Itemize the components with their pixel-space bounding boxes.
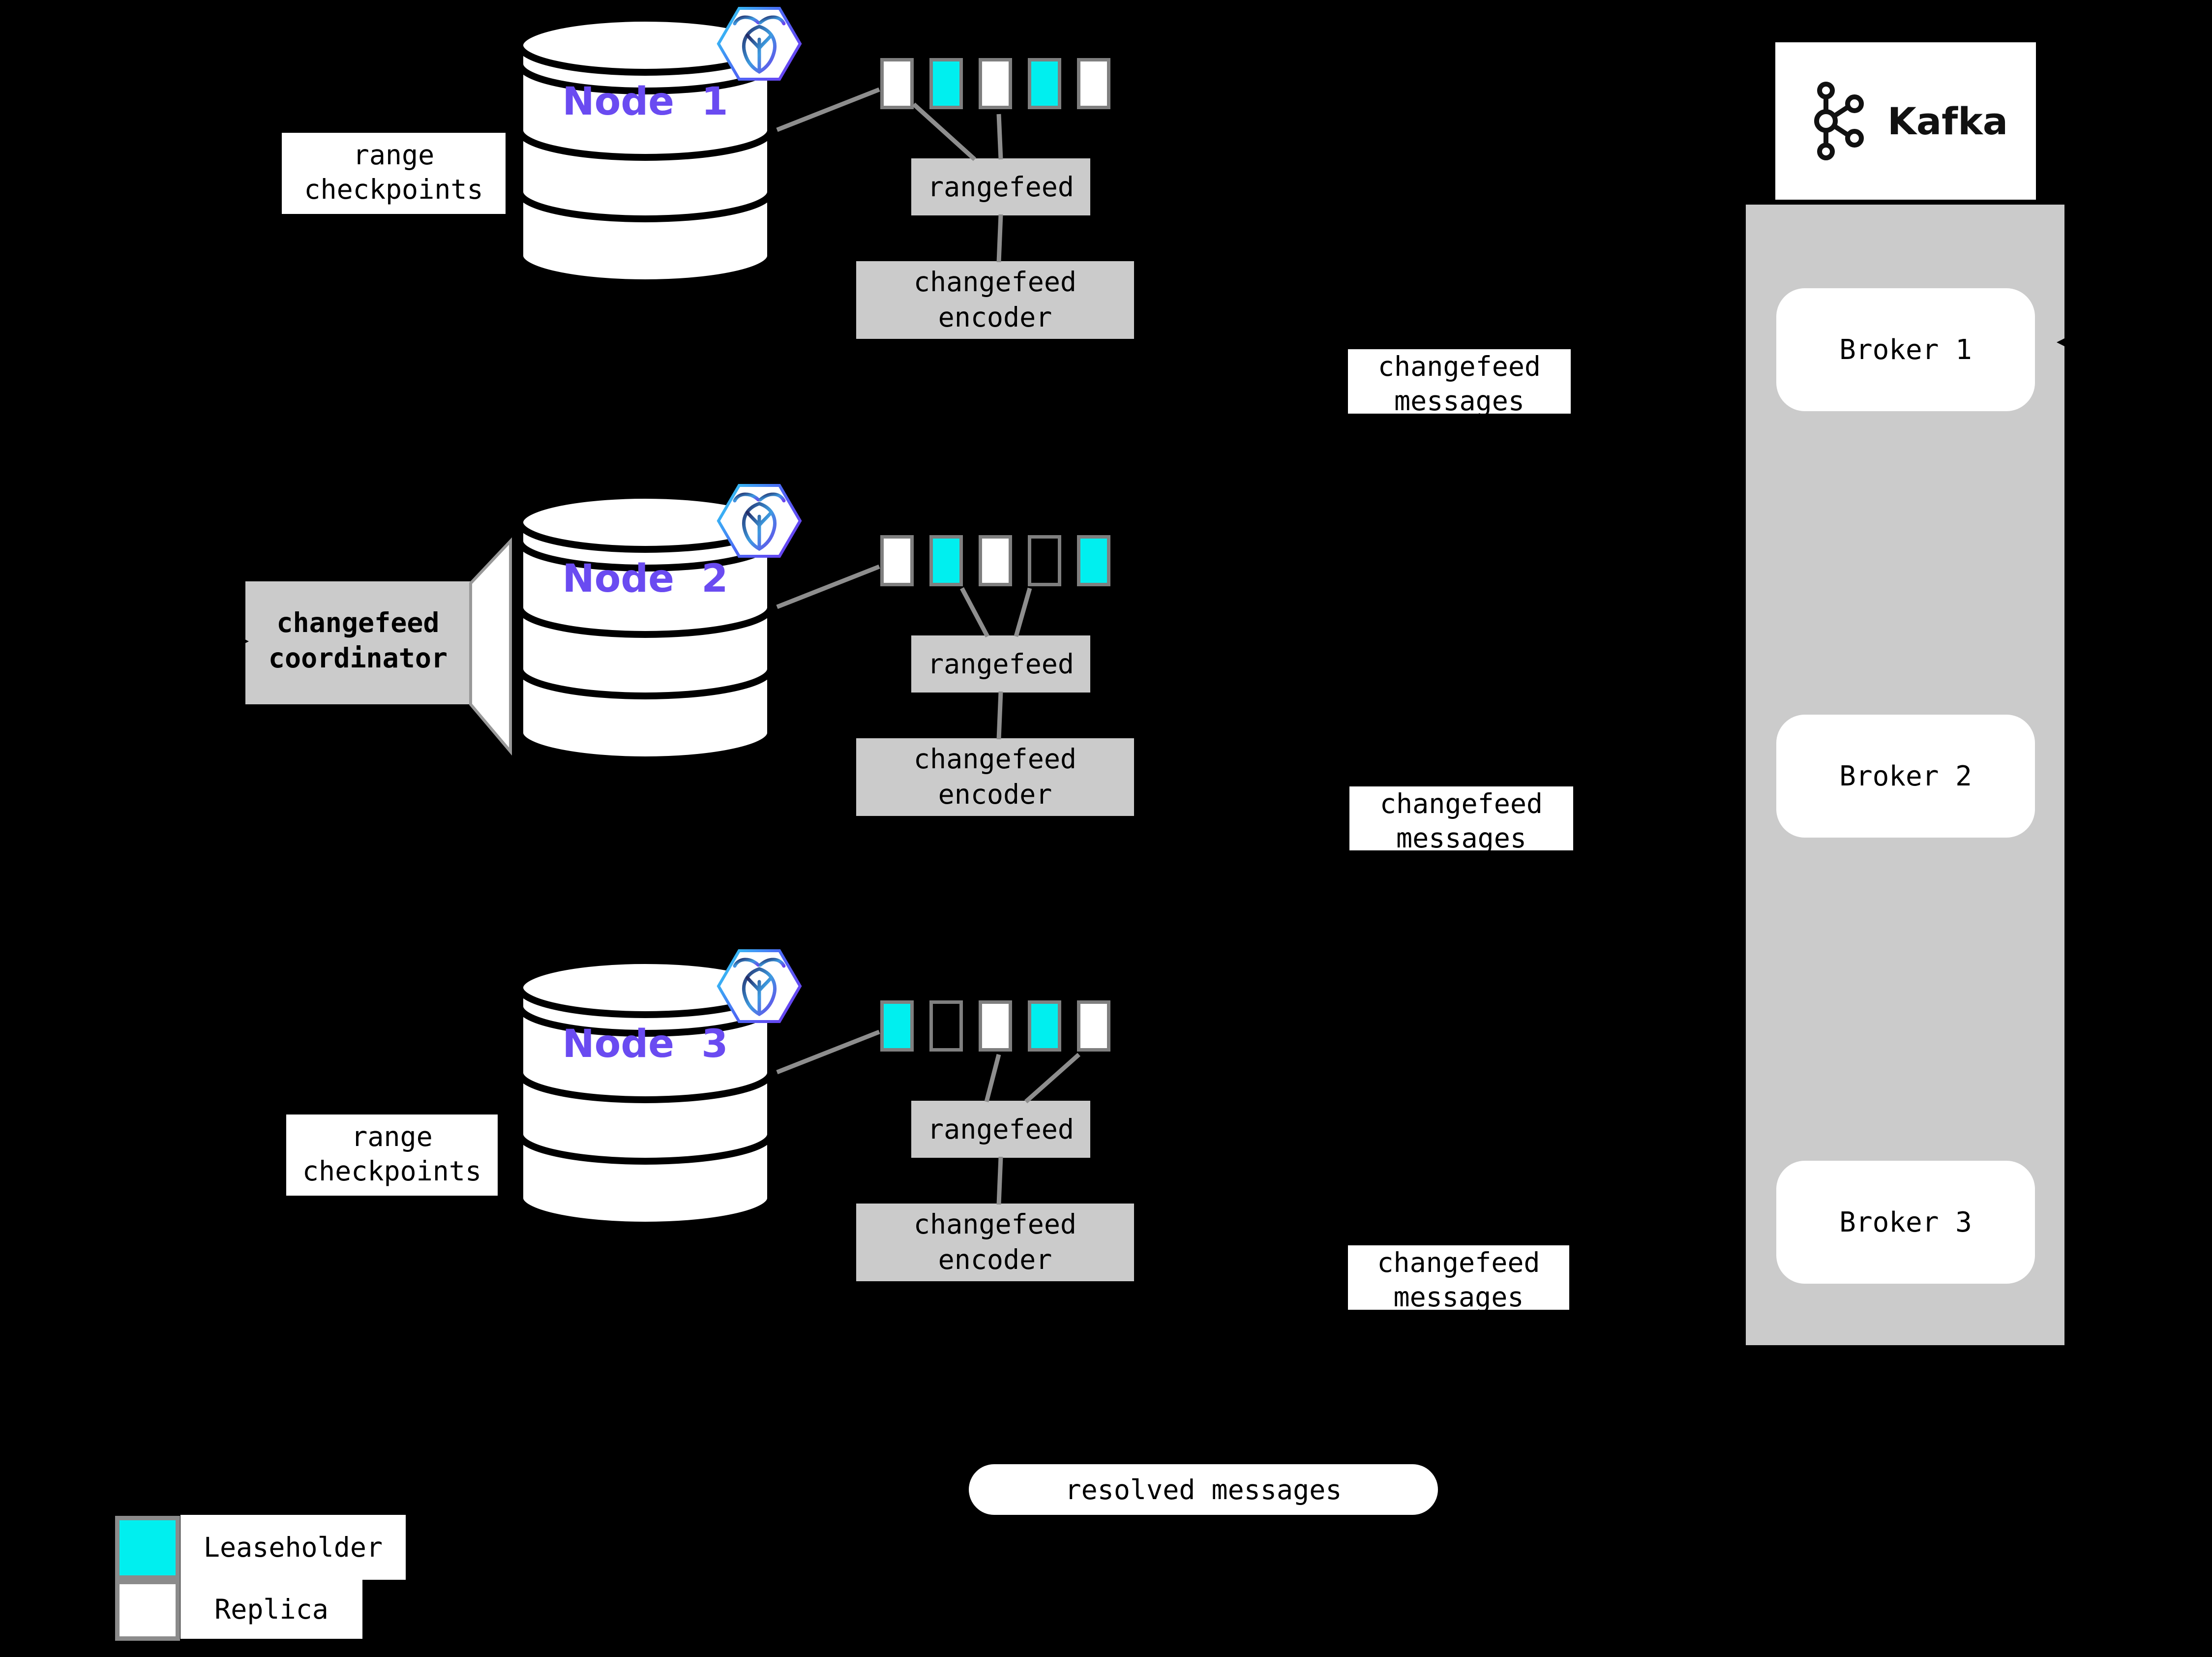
range-checkpoints-label-bottom: range checkpoints [286, 1115, 498, 1196]
kafka-broker-container: Broker 1 Broker 2 Broker 3 [1746, 205, 2064, 1345]
node-2-range-1 [880, 535, 914, 586]
node-3-range-2 [929, 1000, 963, 1052]
cockroachdb-logo-icon [717, 484, 802, 558]
node-3-range-5 [1077, 1000, 1110, 1052]
changefeed-messages-label-3: changefeed messages [1348, 1245, 1569, 1313]
database-cylinder-icon [516, 15, 774, 286]
node-1-range-4 [1028, 58, 1061, 109]
broker-2-box: Broker 2 [1776, 715, 2035, 838]
broker-1-box: Broker 1 [1776, 288, 2035, 411]
legend-leaseholder-label: Leaseholder [180, 1515, 406, 1580]
database-cylinder-icon [516, 957, 774, 1229]
node-3-range-3 [979, 1000, 1012, 1052]
changefeed-messages-label-2: changefeed messages [1349, 786, 1573, 854]
node-2-rangefeed-box: rangefeed [911, 635, 1090, 693]
changefeed-messages-label-1: changefeed messages [1348, 349, 1571, 417]
range-checkpoints-label-top: range checkpoints [282, 133, 506, 214]
legend-leaseholder-swatch [115, 1516, 180, 1580]
kafka-logo-text: Kafka [1887, 99, 2008, 143]
node-2-range-5 [1077, 535, 1110, 586]
node-2-group: Node 2 rangefeed changefeed encoder [0, 477, 2212, 861]
kafka-logo-icon [1814, 82, 1864, 160]
kafka-logo-box: Kafka [1775, 42, 2036, 200]
node-3-range-4 [1028, 1000, 1061, 1052]
legend-replica-label: Replica [180, 1580, 362, 1639]
node-3-changefeed-encoder-box: changefeed encoder [856, 1204, 1134, 1281]
legend-replica-swatch [115, 1580, 180, 1641]
node-2-changefeed-encoder-box: changefeed encoder [856, 738, 1134, 816]
node-1-range-1 [880, 58, 914, 109]
node-3-group: Node 3 rangefeed changefeed encoder [0, 942, 2212, 1326]
changefeed-coordinator-box: changefeed coordinator [245, 581, 471, 704]
node-3-range-1 [880, 1000, 914, 1052]
node-1-range-3 [979, 58, 1012, 109]
node-3-label: Node 3 [562, 1022, 728, 1066]
node-1-rangefeed-box: rangefeed [911, 158, 1090, 215]
node-2-range-3 [979, 535, 1012, 586]
node-3-rangefeed-box: rangefeed [911, 1101, 1090, 1158]
cockroachdb-logo-icon [717, 949, 802, 1023]
node-2-range-4 [1028, 535, 1061, 586]
broker-3-box: Broker 3 [1776, 1161, 2035, 1284]
database-cylinder-icon [516, 492, 774, 763]
node-1-group: Node 1 rangefeed changefeed encoder [0, 0, 2212, 384]
node-2-range-2 [929, 535, 963, 586]
node-2-label: Node 2 [562, 557, 728, 601]
node-1-range-2 [929, 58, 963, 109]
node-1-changefeed-encoder-box: changefeed encoder [856, 261, 1134, 339]
node-1-range-5 [1077, 58, 1110, 109]
cockroachdb-logo-icon [717, 7, 802, 81]
resolved-messages-pill: resolved messages [969, 1464, 1438, 1515]
node-1-label: Node 1 [562, 80, 728, 124]
